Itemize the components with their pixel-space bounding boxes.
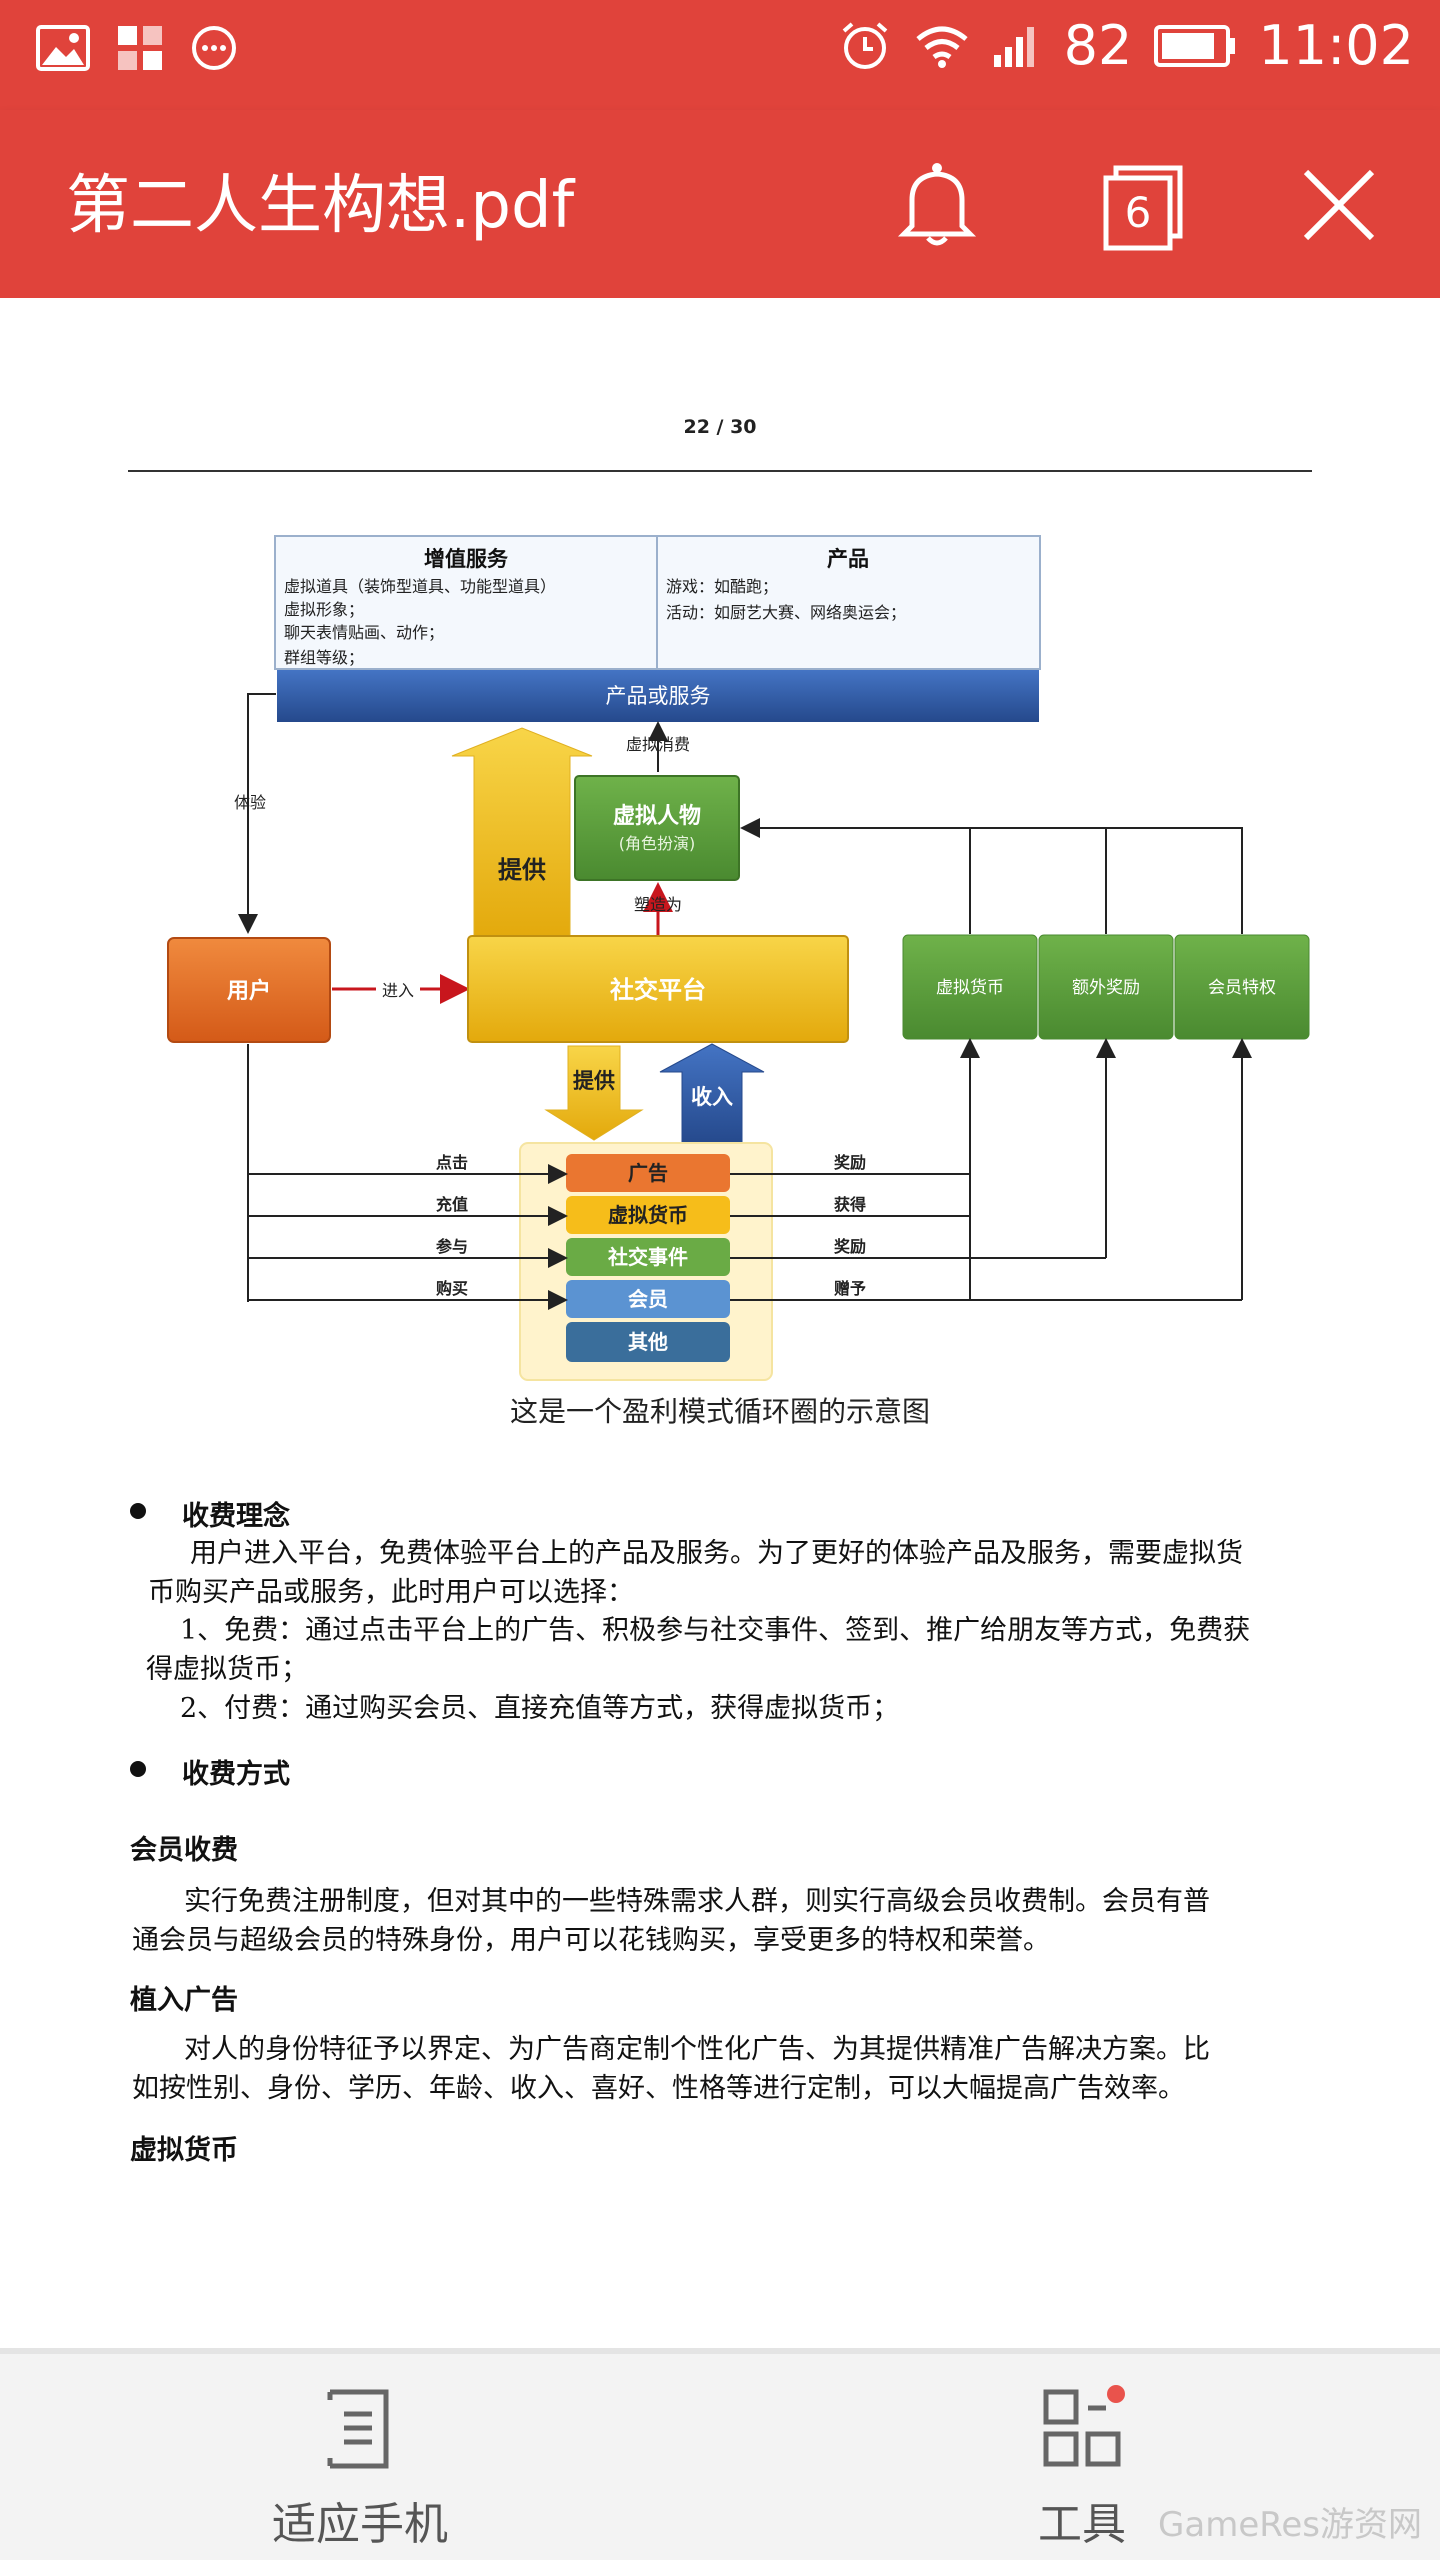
provide-up-label: 提供 — [498, 856, 546, 884]
product-line: 活动：如厨艺大赛、网络奥运会； — [666, 603, 906, 622]
paragraph-line: 2、付费：通过购买会员、直接充值等方式，获得虚拟货币； — [180, 1693, 900, 1724]
fit-to-phone-label: 适应手机 — [272, 2499, 448, 2550]
value-added-line: 虚拟形象； — [284, 600, 364, 619]
pdf-page[interactable]: 22 / 30 增值服务 虚拟道具（装饰型道具、功能型道具） 虚拟形象； 聊天表… — [0, 298, 1440, 2348]
paragraph-line: 实行免费注册制度，但对其中的一些特殊需求人群，则实行高级会员收费制。会员有普 — [184, 1886, 1210, 1917]
bottom-toolbar: 适应手机 工具 GameRes游资网 — [0, 2348, 1440, 2560]
reward-box-label: 额外奖励 — [1072, 978, 1140, 998]
tools-label: 工具 — [1038, 2499, 1126, 2550]
action-label-click: 点击 — [436, 1153, 468, 1172]
value-added-line: 群组等级； — [284, 648, 364, 667]
status-bar: 82 11:02 — [0, 0, 1440, 110]
clock-time: 11:02 — [1258, 14, 1414, 77]
provide-down-arrow — [544, 1045, 644, 1141]
enter-label: 进入 — [382, 981, 414, 1000]
channel-item-label: 广告 — [628, 1161, 668, 1185]
shape-as-label: 塑造为 — [634, 895, 682, 914]
result-label-gift: 赠予 — [834, 1279, 866, 1298]
channel-item-other — [566, 1322, 730, 1362]
action-label-participate: 参与 — [436, 1237, 468, 1256]
paragraph-line: 用户进入平台，免费体验平台上的产品及服务。为了更好的体验产品及服务，需要虚拟货 — [190, 1538, 1243, 1569]
document-lines-icon — [327, 2389, 389, 2469]
wifi-icon — [916, 26, 968, 68]
social-platform-label: 社交平台 — [610, 976, 706, 1004]
channel-item-label: 社交事件 — [607, 1245, 688, 1269]
tools-grid-icon — [1043, 2385, 1125, 2467]
virtual-consumption-label: 虚拟消费 — [626, 735, 690, 754]
signal-icon — [993, 26, 1034, 67]
notification-button[interactable] — [882, 150, 992, 260]
action-label-recharge: 充值 — [436, 1195, 468, 1214]
result-label-reward: 奖励 — [834, 1153, 866, 1172]
fit-to-phone-button[interactable]: 适应手机 — [240, 2384, 480, 2552]
profit-model-diagram: 增值服务 虚拟道具（装饰型道具、功能型道具） 虚拟形象； 聊天表情贴画、动作； … — [167, 535, 1310, 1381]
role-play-label: (角色扮演) — [619, 834, 696, 853]
paragraph-line: 通会员与超级会员的特殊身份，用户可以花钱购买，享受更多的特权和荣誉。 — [132, 1925, 1050, 1956]
product-service-bar — [277, 670, 1039, 722]
page-number: 22 / 30 — [683, 416, 757, 438]
income-label: 收入 — [691, 1085, 733, 1109]
bell-icon — [897, 163, 977, 246]
alarm-icon — [842, 21, 887, 69]
paragraph-line: 得虚拟货币； — [146, 1654, 308, 1685]
watermark: GameRes游资网 — [1158, 2505, 1422, 2545]
diagram-caption: 这是一个盈利模式循环圈的示意图 — [509, 1395, 930, 1428]
reward-box-label: 虚拟货币 — [936, 978, 1004, 998]
close-icon — [1303, 169, 1375, 241]
more-dots-icon — [192, 26, 236, 70]
paragraph-line: 币购买产品或服务，此时用户可以选择： — [148, 1577, 634, 1608]
virtual-person-label: 虚拟人物 — [613, 803, 701, 829]
subsection-heading: 会员收费 — [130, 1835, 238, 1866]
social-platform-box — [467, 935, 849, 1043]
action-label-purchase: 购买 — [436, 1279, 468, 1298]
user-box — [167, 937, 331, 1043]
close-button[interactable] — [1284, 150, 1394, 260]
paragraph-line: 1、免费：通过点击平台上的广告、积极参与社交事件、签到、推广给朋友等方式，免费获 — [180, 1615, 1251, 1646]
value-added-title: 增值服务 — [424, 547, 509, 571]
channel-item-social-event — [566, 1238, 730, 1276]
paragraph-line: 对人的身份特征予以界定、为广告商定制个性化广告、为其提供精准广告解决方案。比 — [184, 2034, 1210, 2065]
header-divider — [128, 470, 1312, 472]
tabs-button[interactable]: 6 — [1082, 150, 1192, 260]
channel-item-virtual-currency — [566, 1196, 730, 1234]
gallery-icon — [36, 25, 90, 71]
provide-up-arrow — [451, 727, 593, 939]
tools-button[interactable]: 工具 — [962, 2384, 1202, 2552]
result-label-reward: 奖励 — [834, 1237, 866, 1256]
reward-box-label: 会员特权 — [1208, 978, 1276, 998]
app-bar: 第二人生构想.pdf 6 — [0, 110, 1440, 298]
tabs-icon — [1103, 165, 1183, 251]
apps-grid-icon — [118, 26, 162, 70]
product-title: 产品 — [827, 547, 869, 571]
channel-item-ads — [566, 1154, 730, 1192]
product-line: 游戏：如酷跑； — [666, 577, 778, 596]
value-added-line: 虚拟道具（装饰型道具、功能型道具） — [284, 577, 556, 596]
battery-percent: 82 — [1063, 14, 1133, 77]
document-title: 第二人生构想.pdf — [66, 169, 575, 243]
channel-item-label: 虚拟货币 — [608, 1203, 688, 1227]
channel-item-label: 会员 — [628, 1287, 668, 1311]
tab-count: 6 — [1124, 188, 1152, 237]
experience-label: 体验 — [234, 793, 266, 812]
battery-icon — [1154, 24, 1236, 67]
paragraph-line: 如按性别、身份、学历、年龄、收入、喜好、性格等进行定制，可以大幅提高广告效率。 — [132, 2073, 1185, 2104]
channel-item-label: 其他 — [628, 1330, 668, 1354]
product-service-label: 产品或服务 — [606, 684, 711, 708]
result-label-obtain: 获得 — [834, 1195, 866, 1214]
value-added-line: 聊天表情贴画、动作； — [284, 623, 444, 642]
virtual-person-box — [574, 775, 740, 881]
section-heading: 收费理念 — [130, 1494, 290, 1533]
user-label: 用户 — [227, 978, 271, 1004]
subsection-heading: 虚拟货币 — [130, 2135, 238, 2166]
section-heading: 收费方式 — [130, 1752, 290, 1791]
provide-down-label: 提供 — [573, 1069, 615, 1093]
income-arrow — [659, 1043, 765, 1145]
subsection-heading: 植入广告 — [130, 1985, 238, 2016]
channel-item-membership — [566, 1280, 730, 1318]
